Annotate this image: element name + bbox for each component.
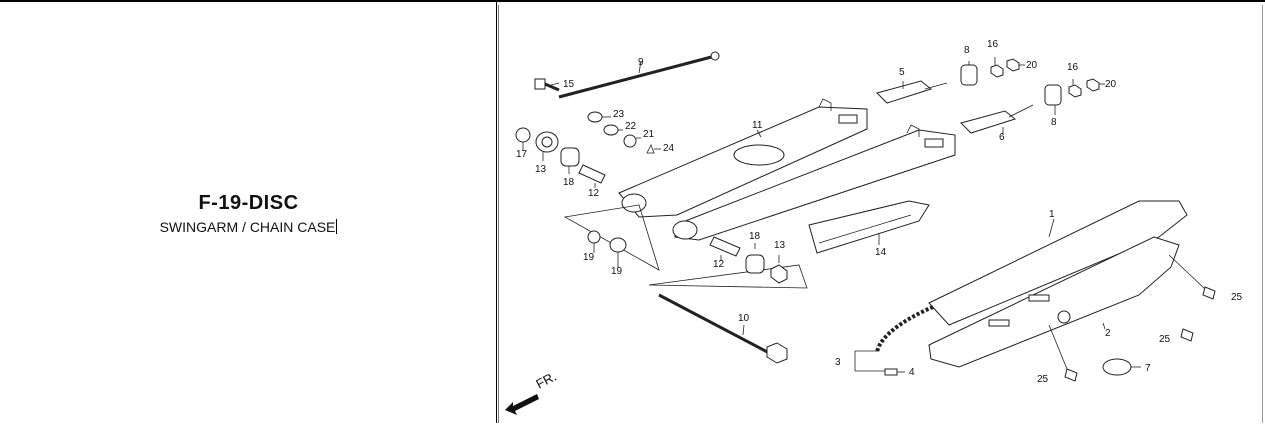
right-border xyxy=(1262,5,1263,423)
part-tie-rod xyxy=(558,51,720,99)
callout-label: 15 xyxy=(563,79,575,90)
callout-label: 18 xyxy=(749,231,761,242)
callout-label: 23 xyxy=(613,109,625,120)
direction-label: FR. xyxy=(533,369,559,392)
part-pivot-bearings-lower xyxy=(587,230,788,284)
top-border xyxy=(0,0,1265,2)
part-bolt-15 xyxy=(534,78,560,92)
callout-label: 13 xyxy=(774,240,786,251)
part-pivot-bearings-upper xyxy=(515,127,606,188)
callout-label: 18 xyxy=(563,177,575,188)
part-chain-case xyxy=(928,200,1188,368)
callout-label: 1 xyxy=(1049,209,1055,220)
callout-label: 7 xyxy=(1145,363,1151,374)
figure-title: SWINGARM / CHAIN CASE xyxy=(0,219,497,235)
part-pivot-bolt xyxy=(658,293,788,364)
callout-label: 12 xyxy=(713,259,725,270)
part-washers xyxy=(587,111,661,154)
figure-title-text: SWINGARM / CHAIN CASE xyxy=(159,219,336,235)
part-swingarm xyxy=(618,98,956,241)
callout-label: 2 xyxy=(1105,328,1111,339)
figure-code: F-19-DISC xyxy=(198,192,299,214)
callout-label: 5 xyxy=(899,67,905,78)
callout-label: 9 xyxy=(638,57,644,68)
callout-label: 25 xyxy=(1231,292,1243,303)
callout-label: 24 xyxy=(663,143,675,154)
callout-label: 11 xyxy=(752,120,763,131)
part-chain-slider xyxy=(808,200,930,254)
callout-label: 16 xyxy=(987,39,999,50)
callout-label: 4 xyxy=(909,367,915,378)
callout-label: 17 xyxy=(516,149,528,160)
callout-label: 19 xyxy=(583,252,595,263)
callout-label: 8 xyxy=(964,45,970,56)
callout-label: 13 xyxy=(535,164,547,175)
callout-labels: 9 15 23 22 21 24 17 13 18 12 11 5 8 16 2… xyxy=(516,39,1243,385)
figure-caption-panel: F-19-DISC SWINGARM / CHAIN CASE xyxy=(0,2,497,423)
callout-label: 21 xyxy=(643,129,655,140)
callout-label: 6 xyxy=(999,132,1005,143)
callout-label: 22 xyxy=(625,121,637,132)
part-chain-adjusters xyxy=(876,57,1105,135)
callout-label: 20 xyxy=(1105,79,1117,90)
callout-label: 19 xyxy=(611,266,623,277)
callout-label: 10 xyxy=(738,313,750,324)
callout-label: 16 xyxy=(1067,62,1079,73)
parts-diagram-svg: 9 15 23 22 21 24 17 13 18 12 11 5 8 16 2… xyxy=(505,39,1243,415)
part-drive-chain xyxy=(854,305,934,376)
callout-label: 12 xyxy=(588,188,600,199)
exploded-parts-diagram: 9 15 23 22 21 24 17 13 18 12 11 5 8 16 2… xyxy=(498,5,1265,423)
part-case-bolts xyxy=(1048,254,1216,382)
callout-label: 25 xyxy=(1037,374,1049,385)
callout-label: 3 xyxy=(835,357,841,368)
callout-label: 20 xyxy=(1026,60,1038,71)
forward-direction-arrow-icon xyxy=(505,394,539,415)
callout-label: 25 xyxy=(1159,334,1171,345)
callout-label: 8 xyxy=(1051,117,1057,128)
text-cursor xyxy=(336,219,338,234)
callout-label: 14 xyxy=(875,247,887,258)
